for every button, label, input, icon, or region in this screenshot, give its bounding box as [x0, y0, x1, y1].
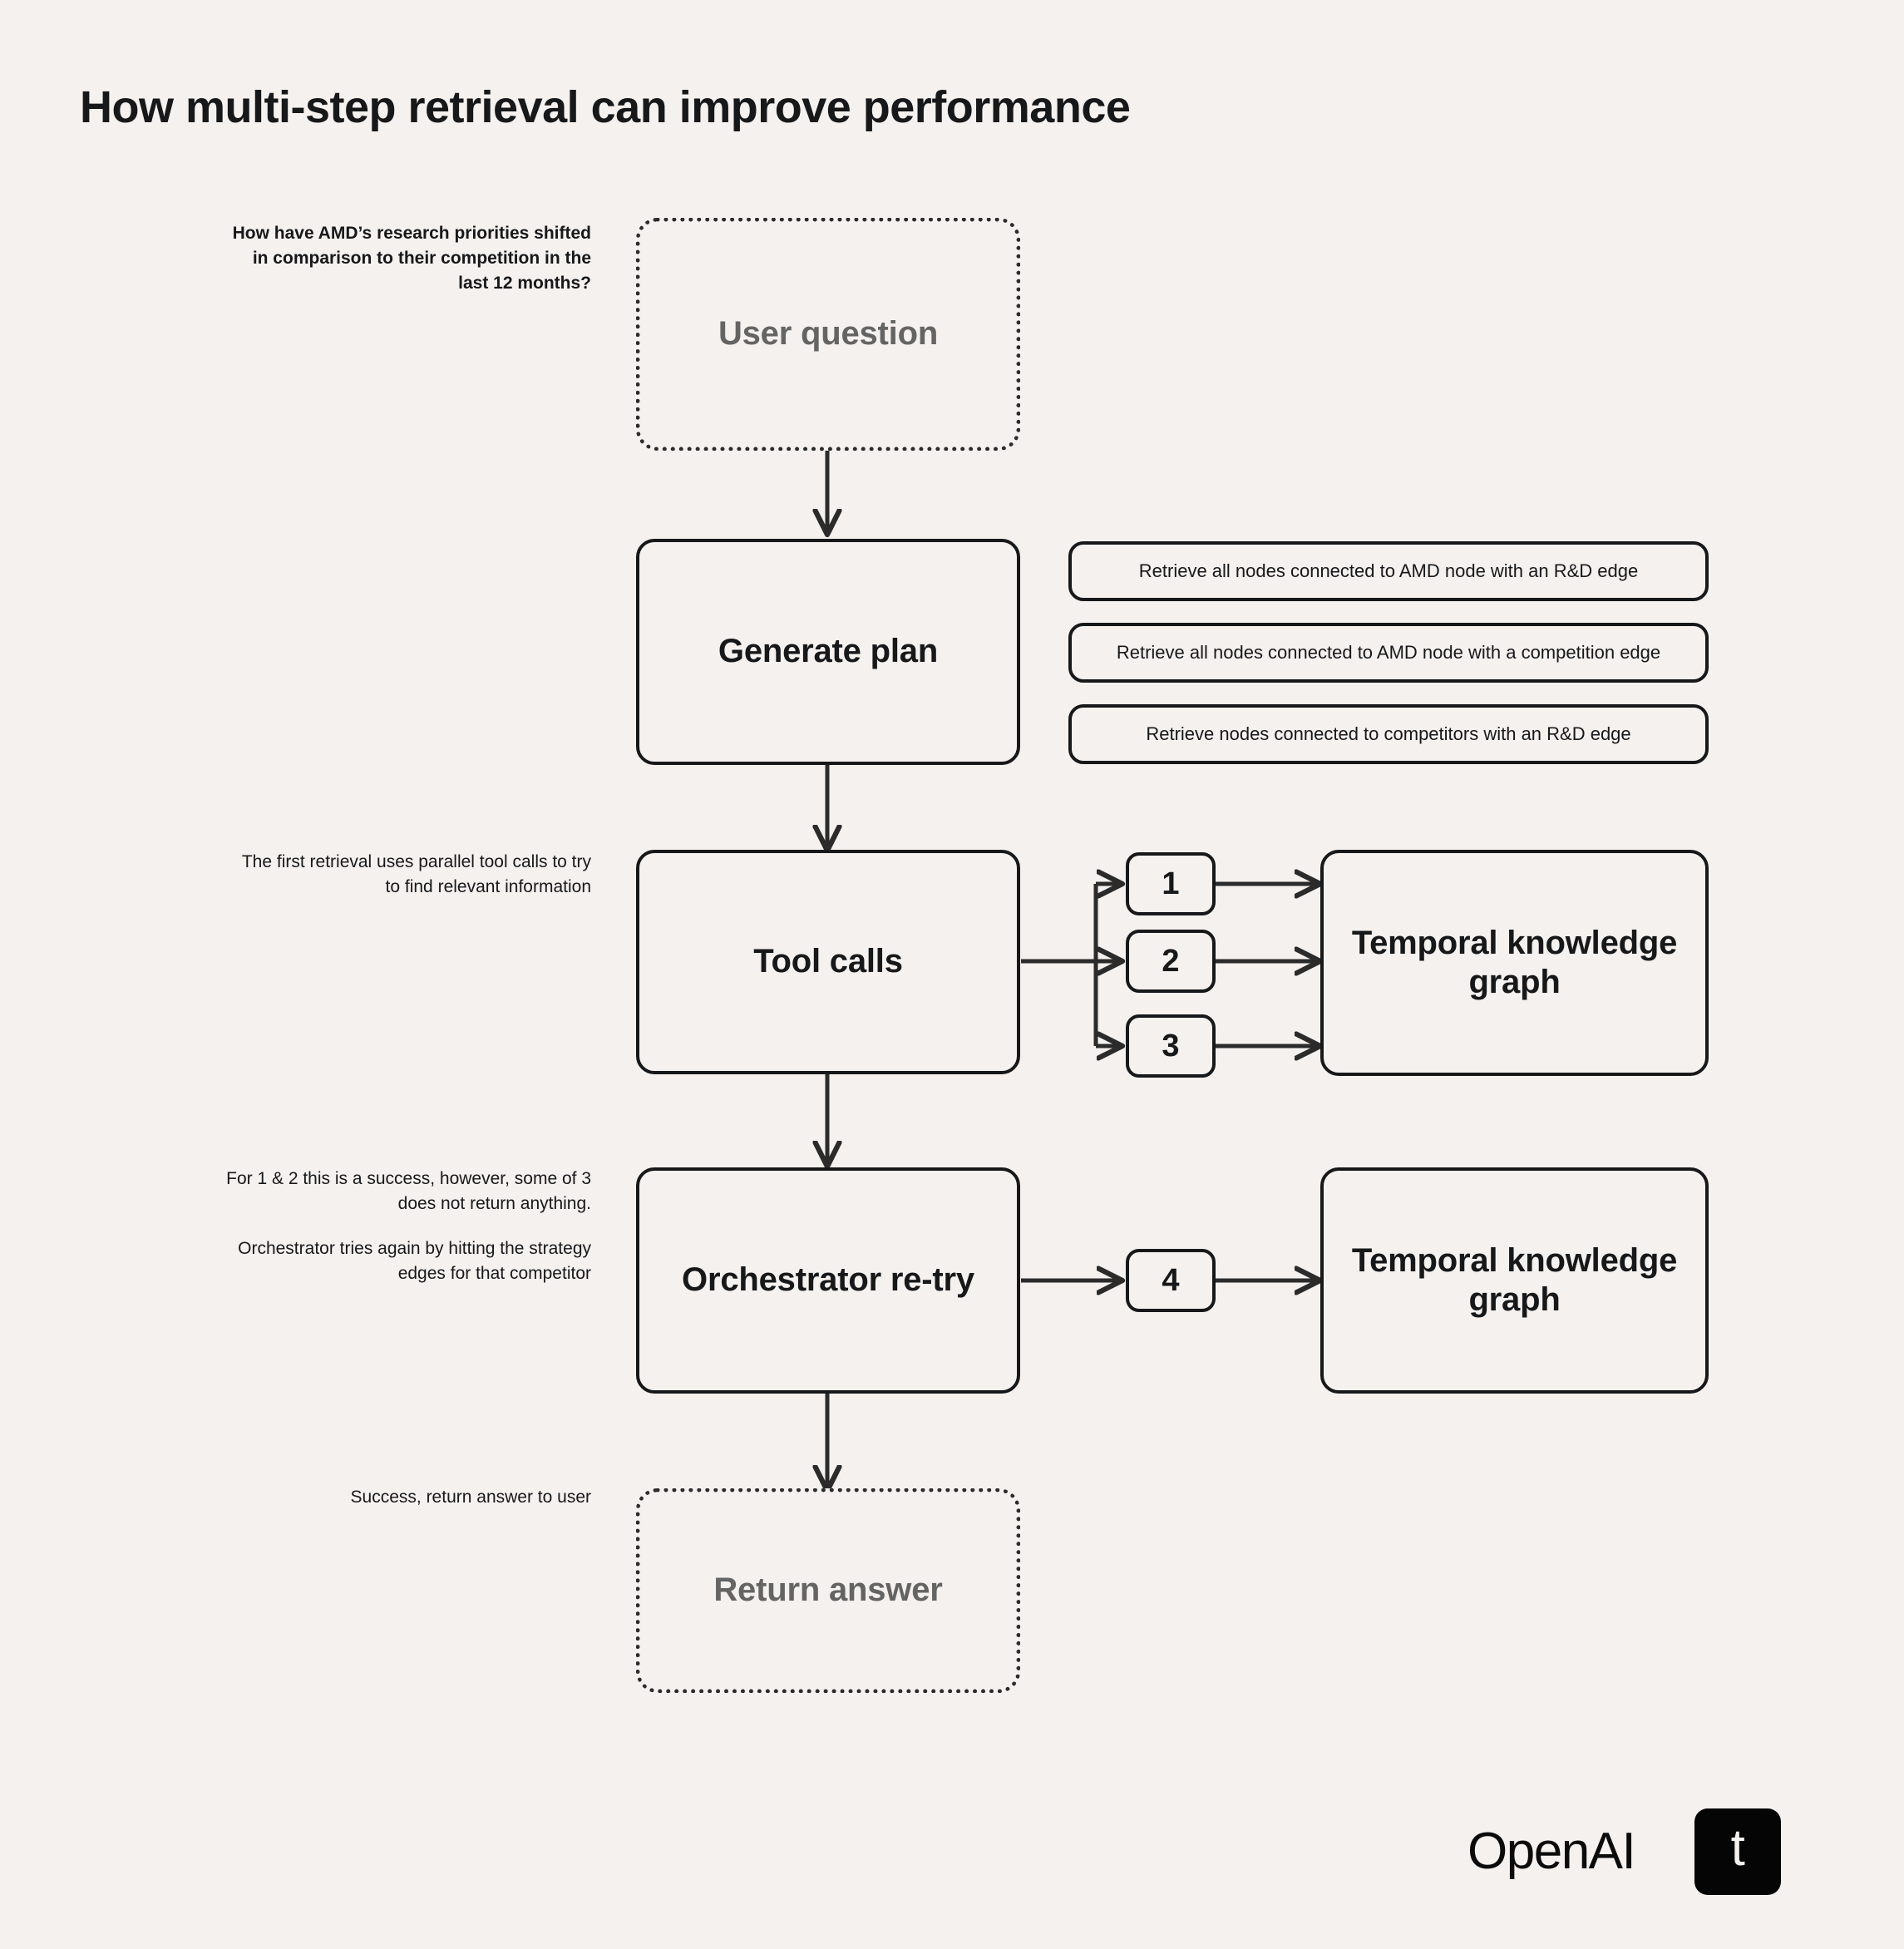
- node-temporal-knowledge-graph-top[interactable]: Temporal knowledge graph: [1320, 850, 1709, 1076]
- node-generate-plan[interactable]: Generate plan: [636, 539, 1020, 765]
- page-title: How multi-step retrieval can improve per…: [80, 82, 1131, 132]
- retry-call-chip-4[interactable]: 4: [1126, 1249, 1216, 1312]
- annotation-retry-strategy: Orchestrator tries again by hitting the …: [238, 1239, 591, 1283]
- node-orchestrator-retry[interactable]: Orchestrator re-try: [636, 1167, 1020, 1394]
- openai-logo: OpenAI: [1467, 1823, 1636, 1880]
- plan-step-2[interactable]: Retrieve all nodes connected to AMD node…: [1068, 623, 1709, 683]
- node-user-question-label: User question: [718, 315, 939, 353]
- plan-step-1-label: Retrieve all nodes connected to AMD node…: [1138, 560, 1639, 581]
- node-generate-plan-label: Generate plan: [718, 633, 939, 670]
- node-return-answer-label: Return answer: [713, 1572, 943, 1609]
- node-tool-calls[interactable]: Tool calls: [636, 850, 1020, 1074]
- annotation-tool-calls: The first retrieval uses parallel tool c…: [241, 852, 591, 896]
- partner-tile-logo: t: [1694, 1808, 1782, 1895]
- node-tool-calls-label: Tool calls: [753, 943, 903, 980]
- retry-call-chip-4-label: 4: [1162, 1262, 1180, 1298]
- plan-step-1[interactable]: Retrieve all nodes connected to AMD node…: [1068, 541, 1709, 601]
- tool-call-chip-1[interactable]: 1: [1126, 852, 1216, 915]
- plan-step-3[interactable]: Retrieve nodes connected to competitors …: [1068, 704, 1709, 764]
- node-orchestrator-retry-label: Orchestrator re-try: [682, 1261, 974, 1299]
- annotation-user-question: How have AMD’s research priorities shift…: [232, 224, 591, 293]
- tool-call-chip-1-label: 1: [1162, 866, 1180, 901]
- node-temporal-knowledge-graph-bottom-label: Temporal knowledge graph: [1351, 1241, 1678, 1318]
- annotation-retry-outcome: For 1 & 2 this is a success, however, so…: [226, 1169, 591, 1213]
- plan-step-3-label: Retrieve nodes connected to competitors …: [1146, 723, 1631, 744]
- tool-call-chip-2-label: 2: [1162, 943, 1180, 979]
- node-temporal-knowledge-graph-top-label: Temporal knowledge graph: [1351, 924, 1678, 1000]
- node-return-answer[interactable]: Return answer: [636, 1488, 1020, 1693]
- node-user-question[interactable]: User question: [636, 218, 1020, 451]
- annotation-return-answer: Success, return answer to user: [350, 1488, 591, 1507]
- tool-call-chip-3-label: 3: [1162, 1028, 1180, 1063]
- partner-tile-glyph: t: [1730, 1819, 1745, 1877]
- tool-call-chip-3[interactable]: 3: [1126, 1014, 1216, 1078]
- tool-call-chip-2[interactable]: 2: [1126, 930, 1216, 993]
- footer-logos: OpenAI t: [1467, 1808, 1782, 1895]
- plan-step-2-label: Retrieve all nodes connected to AMD node…: [1116, 642, 1661, 663]
- node-temporal-knowledge-graph-bottom[interactable]: Temporal knowledge graph: [1320, 1167, 1709, 1394]
